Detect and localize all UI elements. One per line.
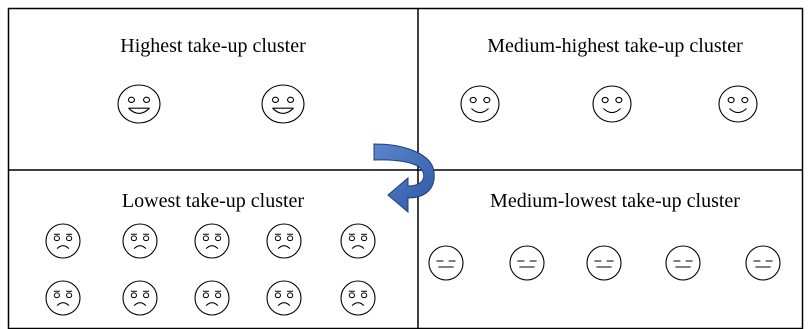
title-medium-highest: Medium-highest take-up cluster xyxy=(487,35,743,57)
faces-highest xyxy=(117,84,305,124)
sad-face-icon xyxy=(45,280,81,316)
quadrant-highest: Highest take-up cluster xyxy=(117,35,306,124)
faces-medium-lowest xyxy=(428,245,781,281)
faces-lowest xyxy=(45,223,376,316)
sad-face-icon xyxy=(45,223,81,259)
sad-face-icon xyxy=(266,280,302,316)
smiling-face-icon xyxy=(592,85,632,123)
sad-face-icon xyxy=(194,280,230,316)
faces-medium-highest xyxy=(460,85,758,123)
sad-face-icon xyxy=(194,223,230,259)
neutral-face-icon xyxy=(428,245,464,281)
sad-face-icon xyxy=(340,223,376,259)
quadrant-medium-lowest: Medium-lowest take-up cluster xyxy=(428,190,781,281)
sad-face-icon xyxy=(266,223,302,259)
sad-face-icon xyxy=(122,223,158,259)
quadrant-medium-highest: Medium-highest take-up cluster xyxy=(460,35,758,123)
happy-face-icon xyxy=(261,84,305,124)
neutral-face-icon xyxy=(586,245,622,281)
title-highest: Highest take-up cluster xyxy=(120,35,306,57)
sad-face-icon xyxy=(122,280,158,316)
happy-face-icon xyxy=(117,84,161,124)
transition-arrow-icon xyxy=(373,143,435,214)
smiling-face-icon xyxy=(460,85,500,123)
title-lowest: Lowest take-up cluster xyxy=(122,190,304,212)
neutral-face-icon xyxy=(745,245,781,281)
neutral-face-icon xyxy=(509,245,545,281)
quadrant-lowest: Lowest take-up cluster xyxy=(45,190,376,316)
smiling-face-icon xyxy=(718,85,758,123)
title-medium-lowest: Medium-lowest take-up cluster xyxy=(490,190,740,212)
neutral-face-icon xyxy=(665,245,701,281)
sad-face-icon xyxy=(340,280,376,316)
